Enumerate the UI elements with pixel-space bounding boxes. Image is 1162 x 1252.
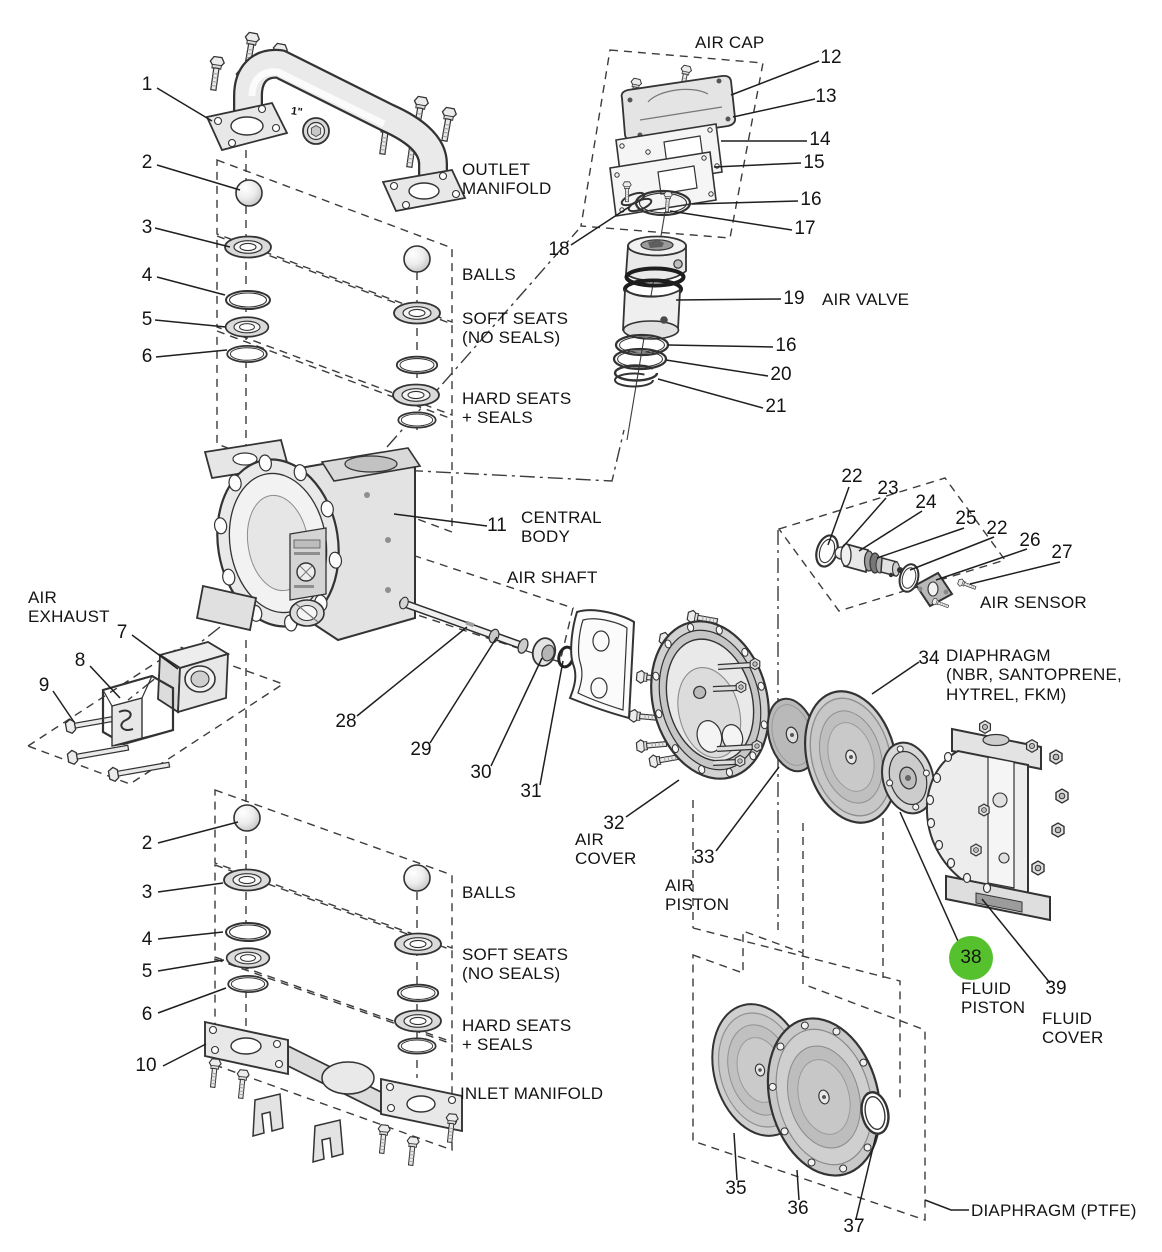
air-exhaust-drawing xyxy=(64,641,231,783)
callout-14: 14 xyxy=(809,129,831,150)
callout-3-bottom: 3 xyxy=(141,882,153,903)
callout-27: 27 xyxy=(1051,542,1073,563)
callout-6-bottom: 6 xyxy=(141,1004,153,1025)
callout-20: 20 xyxy=(770,364,792,385)
callout-35: 35 xyxy=(725,1178,747,1199)
callout-4-bottom: 4 xyxy=(141,929,153,950)
label-outlet-manifold: OUTLET MANIFOLD xyxy=(462,160,552,199)
callout-5-bottom: 5 xyxy=(141,961,153,982)
callout-2-top: 2 xyxy=(141,152,153,173)
callout-22-right: 22 xyxy=(986,518,1008,539)
ptfe-diaphragms-drawing xyxy=(711,1003,890,1177)
label-air-cover: AIR COVER xyxy=(575,830,637,869)
callout-32: 32 xyxy=(603,813,625,834)
callout-2-bottom: 2 xyxy=(141,833,153,854)
callout-3-top: 3 xyxy=(141,217,153,238)
fluid-cover-drawing xyxy=(925,720,1069,922)
label-fluid-piston: FLUID PISTON xyxy=(961,979,1026,1018)
callout-36: 36 xyxy=(787,1198,809,1219)
callout-23: 23 xyxy=(877,478,899,499)
callout-30: 30 xyxy=(470,762,492,783)
callout-1: 1 xyxy=(141,74,153,95)
callout-21: 21 xyxy=(765,396,787,417)
callout-26: 26 xyxy=(1019,530,1041,551)
air-cover-assembly-drawing xyxy=(628,609,935,824)
callout-18: 18 xyxy=(548,239,570,260)
label-air-exhaust: AIR EXHAUST xyxy=(28,588,110,627)
leader-lines xyxy=(52,60,1061,1220)
label-air-cap: AIR CAP xyxy=(695,33,765,52)
label-air-valve: AIR VALVE xyxy=(822,290,910,309)
label-soft-seats-top: SOFT SEATS (NO SEALS) xyxy=(462,309,569,348)
callout-39: 39 xyxy=(1045,978,1067,999)
label-fluid-cover: FLUID COVER xyxy=(1042,1009,1104,1048)
callout-12: 12 xyxy=(820,47,842,68)
callout-7: 7 xyxy=(116,622,128,643)
label-diaphragm-nbr: DIAPHRAGM (NBR, SANTOPRENE, HYTREL, FKM) xyxy=(946,646,1122,704)
part-38-highlight xyxy=(949,936,993,980)
callout-28: 28 xyxy=(335,711,357,732)
callout-5-top: 5 xyxy=(141,309,153,330)
callout-31: 31 xyxy=(520,781,542,802)
callout-17: 17 xyxy=(794,218,816,239)
label-hard-seats-bottom: HARD SEATS + SEALS xyxy=(462,1016,572,1055)
inlet-manifold-drawing xyxy=(204,1020,463,1167)
label-inlet-manifold: INLET MANIFOLD xyxy=(460,1084,604,1103)
label-air-sensor: AIR SENSOR xyxy=(980,593,1087,612)
air-sensor-drawing xyxy=(815,534,978,611)
callout-22-left: 22 xyxy=(841,466,863,487)
callout-25: 25 xyxy=(955,508,977,529)
label-central-body: CENTRAL BODY xyxy=(521,508,602,547)
callout-29: 29 xyxy=(410,739,432,760)
label-air-shaft: AIR SHAFT xyxy=(507,568,598,587)
label-soft-seats-bottom: SOFT SEATS (NO SEALS) xyxy=(462,945,569,984)
callout-24: 24 xyxy=(915,492,937,513)
port-size-marking: 1" xyxy=(290,105,304,119)
callout-34: 34 xyxy=(918,648,940,669)
outlet-manifold-drawing xyxy=(205,31,467,213)
air-shaft-drawing xyxy=(399,596,636,720)
callout-19: 19 xyxy=(783,288,805,309)
label-hard-seats-top: HARD SEATS + SEALS xyxy=(462,389,572,428)
air-cap-drawing xyxy=(609,64,737,217)
callout-37: 37 xyxy=(843,1216,865,1237)
callout-6-top: 6 xyxy=(141,346,153,367)
callout-4-top: 4 xyxy=(141,265,153,286)
callout-38-highlighted: 38 xyxy=(960,947,982,968)
central-body-drawing xyxy=(195,438,422,642)
balls-and-seats xyxy=(223,179,442,1055)
callout-9: 9 xyxy=(38,675,50,696)
callout-8: 8 xyxy=(74,650,86,671)
callout-13: 13 xyxy=(815,86,837,107)
callout-33: 33 xyxy=(693,847,715,868)
callout-15: 15 xyxy=(803,152,825,173)
callout-10: 10 xyxy=(135,1055,157,1076)
label-air-piston: AIR PISTON xyxy=(665,876,730,915)
callout-16-lower: 16 xyxy=(775,335,797,356)
callout-11: 11 xyxy=(487,515,507,536)
callout-16-upper: 16 xyxy=(800,189,822,210)
label-balls-top: BALLS xyxy=(462,265,516,284)
air-valve-drawing xyxy=(612,235,687,388)
label-balls-bottom: BALLS xyxy=(462,883,516,902)
label-diaphragm-ptfe: DIAPHRAGM (PTFE) xyxy=(971,1201,1137,1220)
